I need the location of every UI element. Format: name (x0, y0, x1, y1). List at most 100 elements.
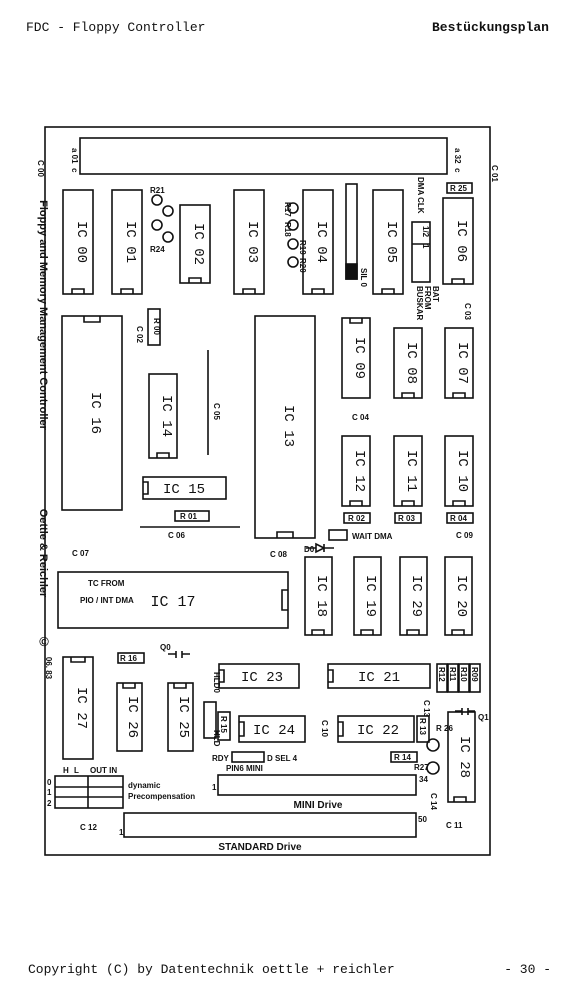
ic25-body (167, 682, 194, 752)
r14-label: R 14 (394, 753, 411, 762)
r25-label: R 25 (450, 184, 467, 193)
ic19-body (353, 556, 382, 636)
c06-label: C 06 (168, 531, 185, 540)
svg-text:D0: D0 (304, 545, 315, 554)
ic23-label: IC 23 (241, 670, 283, 686)
ic26-label: IC 26 (124, 696, 140, 738)
standard-drive-connector (123, 812, 417, 838)
bus-connector (79, 137, 448, 175)
ic11-body (393, 435, 423, 507)
ic14-label: IC 14 (158, 395, 174, 437)
ic16-body (61, 315, 123, 511)
copyright-symbol: © (39, 634, 49, 649)
c02-label: C 02 (135, 326, 144, 343)
r21-label: R21 (150, 186, 165, 195)
dma-clk-label: DMA CLK (416, 177, 425, 214)
ic20-body (444, 556, 473, 636)
r13-body (416, 715, 430, 743)
ic27-label: IC 27 (73, 687, 89, 729)
svg-text:Q0: Q0 (160, 643, 171, 652)
maker-label: Oettle & Reichler (37, 509, 49, 598)
svg-text:dynamic: dynamic (128, 781, 161, 790)
ic27-body (62, 656, 94, 760)
ic12-body (341, 435, 371, 507)
ic18-label: IC 18 (313, 575, 329, 617)
svg-text:0: 0 (47, 778, 52, 787)
ic07-label: IC 07 (454, 342, 470, 384)
ic00-body (62, 189, 94, 295)
ic25-label: IC 25 (175, 696, 191, 738)
r11-label: R11 (448, 667, 457, 682)
board-outline (44, 126, 491, 856)
ic29-body (399, 556, 428, 636)
ic09-label: IC 09 (351, 337, 367, 379)
c13-label: C 13 (422, 700, 431, 717)
r03-label: R 03 (398, 514, 415, 523)
ic00-label: IC 00 (73, 221, 89, 263)
c05-label: C 05 (212, 403, 221, 420)
c09-label: C 09 (456, 531, 473, 540)
r00-label: R 00 (152, 318, 161, 335)
r01-label: R 01 (180, 512, 197, 521)
ic23-body (218, 663, 300, 689)
svg-text:1: 1 (119, 828, 124, 837)
svg-text:2: 2 (47, 799, 52, 808)
ic18-body (304, 556, 333, 636)
ic17-body (57, 571, 289, 629)
r17-label: R17 (283, 202, 292, 217)
page-header-left: FDC - Floppy Controller (26, 20, 206, 35)
ic12-label: IC 12 (351, 450, 367, 492)
svg-text:OUT IN: OUT IN (90, 766, 117, 775)
c10-label: C 10 (320, 720, 329, 737)
svg-text:1: 1 (47, 788, 52, 797)
svg-text:HLD: HLD (212, 730, 221, 747)
ic05-body (372, 189, 404, 295)
r14-body (390, 751, 418, 763)
ic06-body (442, 197, 474, 285)
standard-drive-label: STANDARD Drive (218, 842, 302, 853)
ic20-label: IC 20 (453, 575, 469, 617)
ic26-body (116, 682, 143, 752)
r18-label: R18 (283, 222, 292, 237)
c14-label: C 14 (429, 793, 438, 810)
c04-label: C 04 (352, 413, 369, 422)
r04-body (446, 512, 474, 524)
svg-text:a 01: a 01 (70, 148, 79, 164)
ic01-label: IC 01 (122, 221, 138, 263)
ic21-body (327, 663, 431, 689)
ic04-body (302, 189, 334, 295)
svg-text:PIN6 MINI: PIN6 MINI (226, 764, 263, 773)
ic17-label: IC 17 (150, 594, 195, 611)
ic02-body (179, 204, 211, 284)
c03-label: C 03 (463, 303, 472, 320)
date-label: 06. 83 (44, 657, 53, 680)
page-number: - 30 - (504, 962, 551, 977)
ic13-label: IC 13 (280, 405, 296, 447)
svg-text:L: L (74, 766, 79, 775)
svg-text:c: c (70, 168, 79, 173)
sil0-label: SIL 0 (359, 268, 368, 288)
ic07-body (444, 327, 474, 399)
ic10-body (444, 435, 474, 507)
svg-text:1/2: 1/2 (421, 226, 430, 238)
ic03-label: IC 03 (244, 221, 260, 263)
ic02-label: IC 02 (190, 223, 206, 265)
svg-text:a 32: a 32 (453, 148, 462, 164)
precomp-jumper-grid (54, 775, 124, 809)
ic13-body (254, 315, 316, 539)
r01-body (174, 510, 210, 522)
r02-label: R 02 (348, 514, 365, 523)
ic10-label: IC 10 (454, 450, 470, 492)
r26-label: R 26 (436, 724, 453, 733)
ic08-body (393, 327, 423, 399)
r13-label: R 13 (418, 718, 427, 735)
r25-body (446, 182, 473, 194)
svg-text:1: 1 (421, 244, 430, 249)
ic06-label: IC 06 (453, 220, 469, 262)
svg-text:HLD0: HLD0 (212, 672, 221, 693)
svg-text:Q1: Q1 (478, 713, 489, 722)
ic16-label: IC 16 (87, 392, 103, 434)
svg-text:H: H (63, 766, 69, 775)
page-header-right: Bestückungsplan (431, 20, 549, 35)
